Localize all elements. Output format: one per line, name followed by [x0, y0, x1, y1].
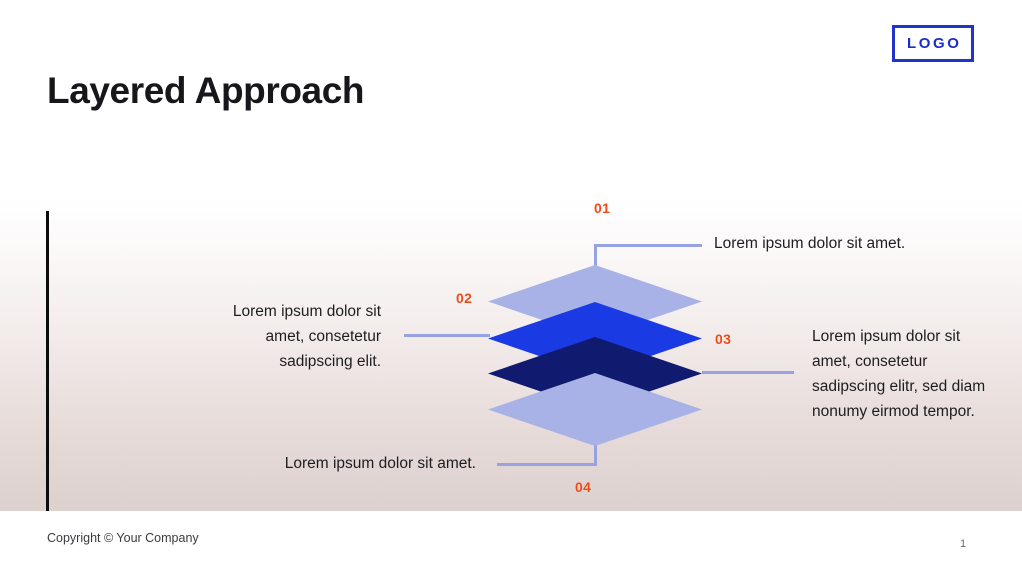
left-accent-bar	[46, 211, 49, 511]
page-title: Layered Approach	[47, 70, 365, 111]
connector-04-vertical	[594, 444, 597, 466]
step-number-01: 01	[594, 200, 611, 216]
diagram-panel	[0, 198, 1022, 511]
layer-stack	[488, 265, 702, 447]
step-number-03: 03	[715, 331, 732, 347]
step-number-04: 04	[575, 479, 592, 495]
logo-badge: LOGO	[892, 25, 974, 62]
logo-text: LOGO	[907, 35, 962, 52]
callout-text-01: Lorem ipsum dolor sit amet.	[714, 235, 906, 252]
callout-text-04: Lorem ipsum dolor sit amet.	[284, 455, 476, 472]
footer-copyright: Copyright © Your Company	[47, 531, 199, 545]
callout-text-03: Lorem ipsum dolor sit amet, consetetur s…	[812, 328, 986, 420]
connector-01-horizontal	[594, 244, 702, 247]
callout-text-02: Lorem ipsum dolor sit amet, consetetur s…	[232, 303, 381, 370]
footer-page-number: 1	[960, 538, 967, 550]
connector-02-horizontal	[404, 334, 490, 337]
connector-04-horizontal	[497, 463, 597, 466]
step-number-02: 02	[456, 290, 473, 306]
connector-03-horizontal	[702, 371, 794, 374]
connector-01-vertical	[594, 244, 597, 268]
